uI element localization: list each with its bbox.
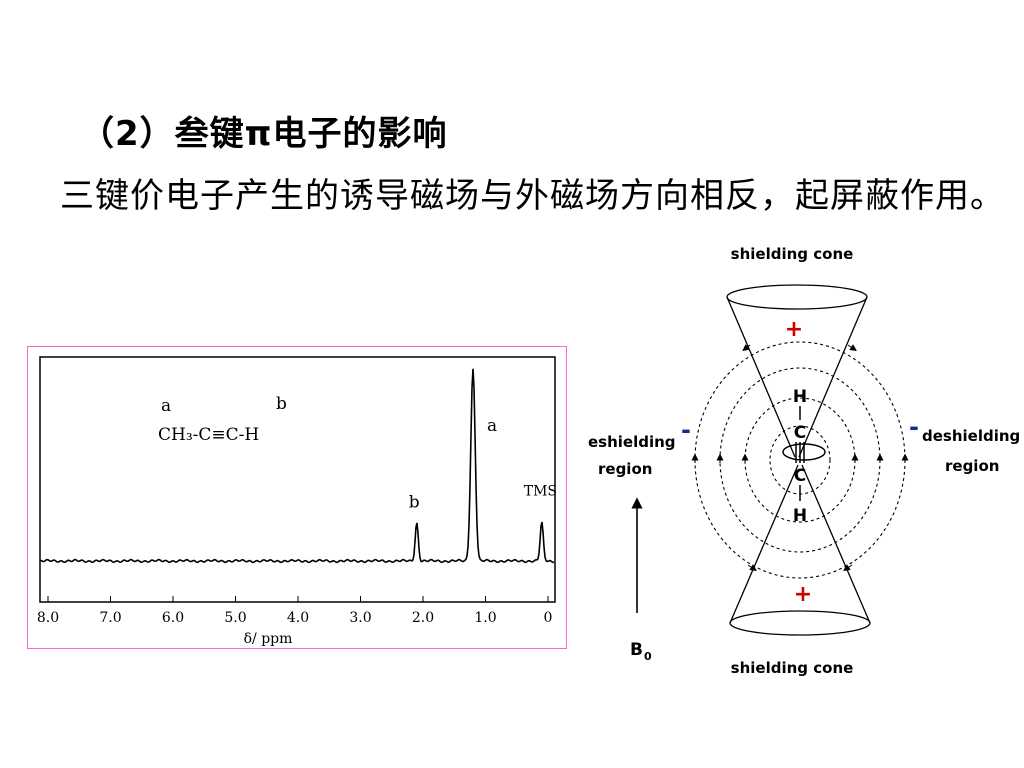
- formula-label-b: b: [276, 394, 287, 414]
- right-region-label: deshielding: [922, 427, 1020, 445]
- x-tick-label: 2.0: [412, 610, 434, 626]
- top-cone: [726, 284, 868, 458]
- left-region-label-2: region: [598, 460, 652, 478]
- left-region-label: eshielding: [588, 433, 676, 451]
- ring-current: [782, 443, 826, 461]
- b0-subscript: 0: [644, 650, 652, 663]
- minus-sign-right: -: [909, 413, 919, 441]
- slide-heading: （2）叁键π电子的影响: [80, 114, 448, 154]
- atom-c-top: C: [794, 423, 806, 443]
- x-tick-label: 6.0: [162, 610, 184, 626]
- x-tick-label: 8.0: [37, 610, 59, 626]
- b0-field-arrow: B 0: [630, 497, 652, 663]
- acetylene-molecule: H C C H: [782, 387, 826, 526]
- atom-h-top: H: [793, 387, 807, 407]
- spectrum-trace: [39, 368, 554, 564]
- x-tick-label: 5.0: [224, 610, 246, 626]
- shielding-cone-diagram: shielding cone shielding cone H C: [588, 245, 1020, 677]
- x-axis-label: δ/ ppm: [244, 631, 293, 647]
- minus-sign-left: -: [681, 416, 691, 444]
- right-region-label-2: region: [945, 457, 999, 475]
- x-tick-label: 3.0: [349, 610, 371, 626]
- atom-h-bottom: H: [793, 506, 807, 526]
- plus-sign-bottom: +: [794, 582, 812, 607]
- bottom-cone: [729, 464, 871, 636]
- formula-label-a: a: [161, 396, 171, 416]
- x-axis-ticks: 8.0 7.0 6.0 5.0 4.0 3.0 2.0 1.0 0: [37, 596, 553, 626]
- x-tick-label: 7.0: [99, 610, 121, 626]
- b0-label: B: [630, 640, 643, 660]
- plot-frame: [39, 356, 556, 603]
- x-tick-label: 0: [544, 610, 553, 626]
- x-tick-label: 1.0: [474, 610, 496, 626]
- molecule-formula: CH₃-C≡C-H: [158, 425, 259, 445]
- peak-label-a: a: [487, 416, 497, 436]
- slide-paragraph: 三键价电子产生的诱导磁场与外磁场方向相反，起屏蔽作用。: [60, 176, 1005, 216]
- top-cone-title: shielding cone: [731, 245, 854, 263]
- plus-sign-top: +: [785, 317, 803, 342]
- peak-label-tms: TMS: [524, 484, 557, 500]
- field-arrows: [691, 344, 909, 571]
- atom-c-bottom: C: [794, 466, 806, 486]
- peak-label-b: b: [409, 493, 420, 513]
- bottom-cone-title: shielding cone: [731, 659, 854, 677]
- x-tick-label: 4.0: [287, 610, 309, 626]
